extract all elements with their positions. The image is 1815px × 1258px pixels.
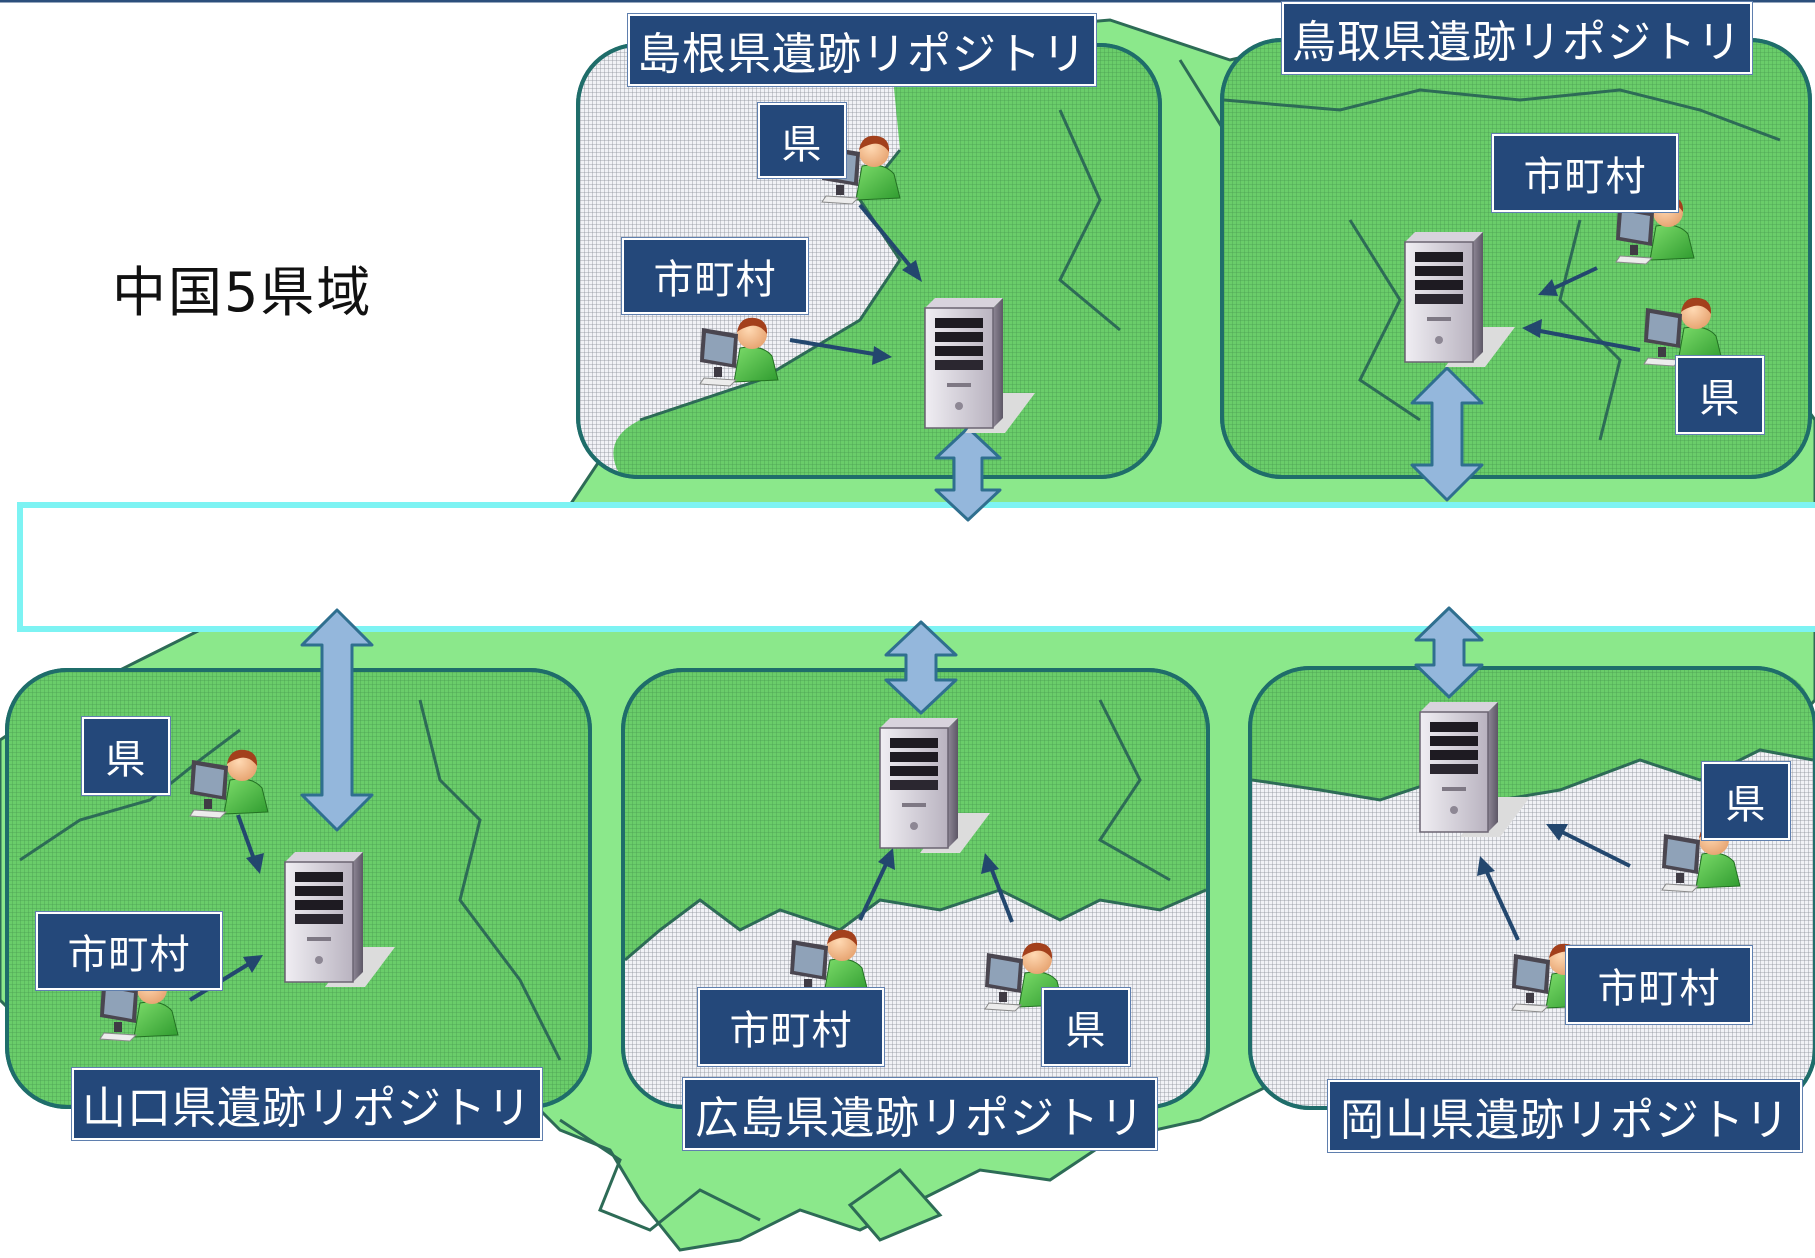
arrow-yamaguchi-network [300, 608, 374, 832]
user-computer-icon [699, 317, 779, 387]
repo-title-okayama: 岡山県遺跡リポジトリ [1327, 1079, 1803, 1153]
repo-title-shimane: 島根県遺跡リポジトリ [627, 13, 1097, 87]
server-icon [1404, 232, 1515, 367]
user-label-prefecture: 県 [1675, 355, 1765, 435]
repo-title-tottori: 鳥取県遺跡リポジトリ [1281, 1, 1753, 75]
server-icon [924, 298, 1035, 433]
network-bar [17, 502, 1815, 632]
repo-title-yamaguchi: 山口県遺跡リポジトリ [71, 1067, 543, 1141]
user-label-prefecture: 県 [1041, 987, 1131, 1067]
user-computer-icon [1661, 823, 1741, 893]
user-computer-icon [189, 749, 269, 819]
user-label-prefecture: 県 [757, 102, 847, 179]
server-icon [879, 718, 990, 853]
server-icon [284, 852, 395, 987]
panel-okayama [1248, 666, 1815, 1110]
user-label-municipality: 市町村 [697, 987, 885, 1067]
repo-title-hiroshima: 広島県遺跡リポジトリ [682, 1077, 1158, 1151]
user-label-prefecture: 県 [81, 716, 171, 796]
arrow-shimane-network [934, 426, 1002, 522]
flow-arrows [188, 203, 1641, 1002]
region-title: 中国5県域 [112, 261, 373, 324]
arrow-hiroshima-network [884, 620, 958, 715]
connector-arrows [300, 366, 1484, 832]
user-computer-icon [1643, 297, 1723, 367]
arrow-tottori-network [1410, 366, 1484, 502]
arrow-okayama-network [1414, 606, 1484, 699]
user-label-municipality: 市町村 [1491, 133, 1679, 213]
user-label-municipality: 市町村 [35, 911, 223, 991]
user-label-prefecture: 県 [1701, 761, 1791, 841]
server-icon [1419, 702, 1530, 837]
user-computer-icon [821, 135, 901, 205]
user-label-municipality: 市町村 [621, 237, 809, 315]
user-computer-icon [1615, 195, 1695, 265]
user-label-municipality: 市町村 [1565, 945, 1753, 1025]
